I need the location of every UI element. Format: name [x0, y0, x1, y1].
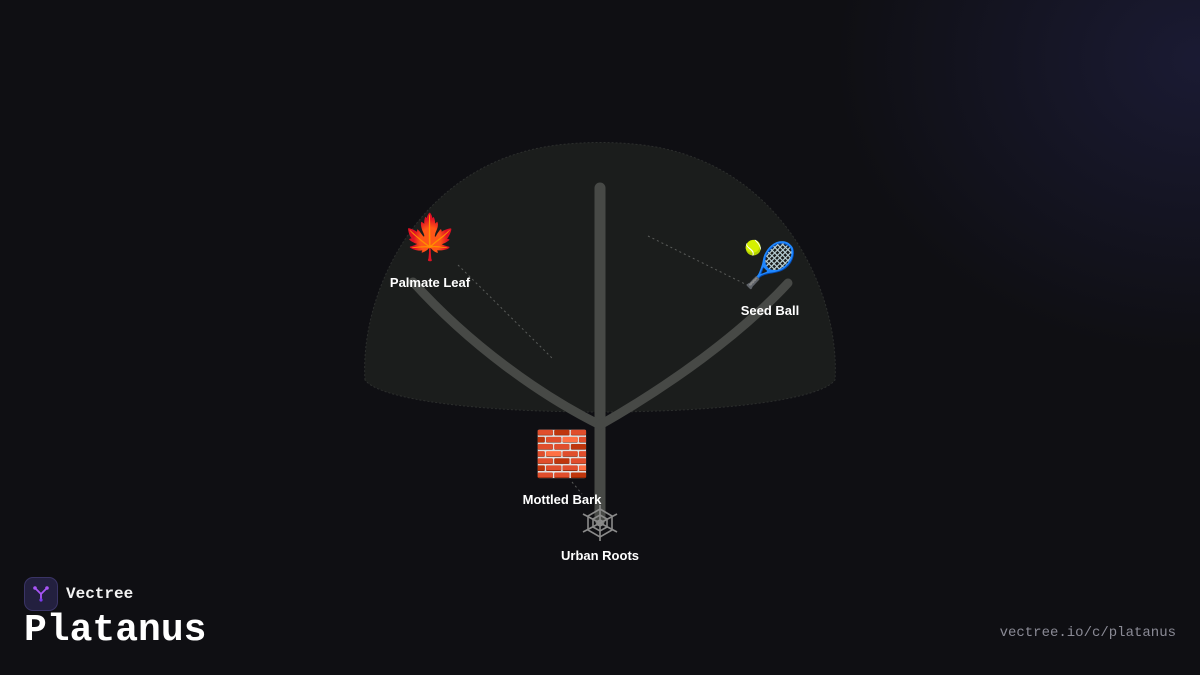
maple-leaf-icon: 🍁	[402, 212, 458, 263]
brand-name: Vectree	[66, 585, 134, 603]
connector-leaf	[457, 264, 553, 359]
page-url[interactable]: vectree.io/c/platanus	[999, 625, 1176, 641]
spider-web-icon	[582, 505, 618, 541]
node-label-urban-roots: Urban Roots	[561, 548, 639, 563]
vectree-logo-icon	[24, 577, 58, 611]
brick-icon: 🧱	[534, 429, 590, 480]
branch-left	[408, 277, 605, 430]
branch-right	[595, 278, 793, 430]
connector-seed	[647, 235, 746, 285]
node-label-seed-ball: Seed Ball	[740, 303, 800, 318]
tennis-ball-icon: 🎾	[742, 240, 798, 291]
node-label-mottled-bark: Mottled Bark	[522, 492, 602, 507]
page-title: Platanus	[24, 609, 207, 652]
brand: Vectree	[24, 577, 133, 611]
node-label-palmate-leaf: Palmate Leaf	[389, 275, 471, 290]
